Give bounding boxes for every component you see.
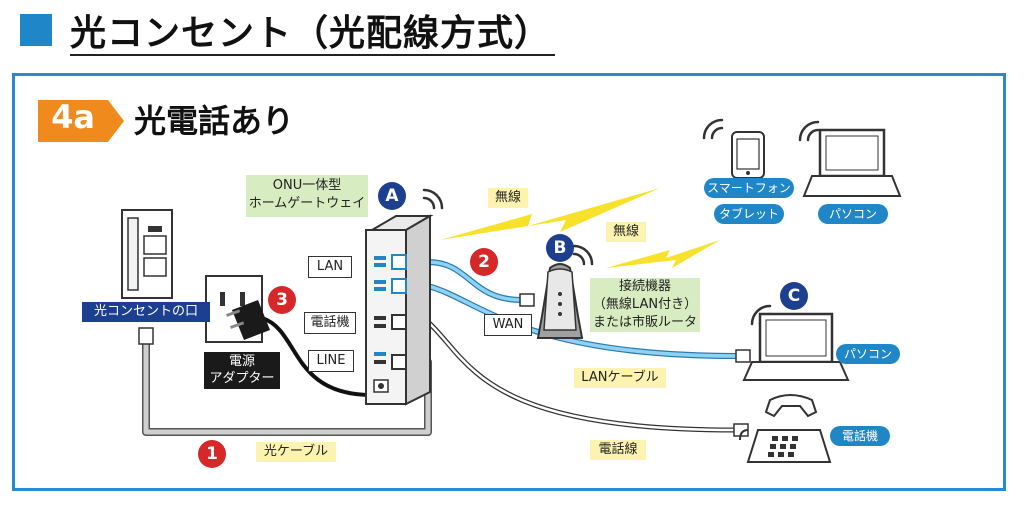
port-label-line: LINE (308, 350, 354, 372)
telephone-icon (739, 394, 832, 463)
smartphone-label: スマートフォン (704, 178, 794, 198)
router-label-line3: または市販ルータ (592, 315, 697, 330)
pc-wired-label: パソコン (836, 344, 900, 364)
wireless-label-2: 無線 (606, 222, 646, 242)
lan-cable-label: LANケーブル (574, 368, 666, 388)
marker-2: 2 (470, 248, 498, 276)
lightning-icon (606, 240, 720, 268)
tablet-label: タブレット (714, 204, 784, 224)
adapter-label: 電源 アダプター (204, 352, 280, 389)
fiber-connector (138, 327, 154, 345)
router-label-line1: 接続機器 (618, 279, 671, 294)
wireless-label-1: 無線 (488, 188, 528, 208)
onu-device (365, 214, 434, 406)
outlet-label: 光コンセントの口 (82, 302, 210, 322)
onu-label: ONU一体型 ホームゲートウェイ (246, 175, 368, 217)
wifi-icon (422, 118, 820, 326)
subtitle: 光電話あり (134, 102, 295, 140)
laptop-icon (742, 312, 850, 381)
marker-c: C (780, 282, 808, 310)
marker-a: A (378, 182, 406, 210)
page-title: 光コンセント（光配線方式） (70, 13, 552, 54)
phone-line-label: 電話線 (590, 440, 646, 460)
smartphone-icon (731, 131, 765, 179)
title-underline (70, 54, 555, 56)
adapter-cable (261, 316, 373, 397)
router-device (536, 263, 584, 339)
power-plug-icon (226, 300, 270, 340)
badge-arrow (38, 100, 124, 142)
marker-1: 1 (198, 440, 226, 468)
telephone-label: 電話機 (830, 426, 890, 446)
header-square (20, 14, 52, 46)
port-label-lan: LAN (308, 256, 352, 278)
laptop-icon (802, 128, 902, 197)
port-label-phone: 電話機 (304, 312, 356, 334)
pc-wireless-label: パソコン (818, 204, 888, 224)
marker-3: 3 (268, 286, 296, 314)
adapter-label-line2: アダプター (209, 371, 275, 386)
router-label-line2: （無線LAN付き） (592, 297, 698, 312)
onu-label-line1: ONU一体型 (272, 178, 342, 193)
router-label: 接続機器 （無線LAN付き） または市販ルータ (590, 278, 700, 332)
lightning-icon (440, 188, 660, 240)
badge-label: 4a (51, 98, 95, 136)
marker-b: B (546, 234, 574, 262)
onu-label-line2: ホームゲートウェイ (248, 196, 366, 211)
optical-outlet-plate (121, 209, 173, 299)
fiber-cable-label: 光ケーブル (256, 442, 336, 462)
adapter-label-line1: 電源 (228, 354, 255, 369)
router-wan-label: WAN (484, 314, 532, 336)
